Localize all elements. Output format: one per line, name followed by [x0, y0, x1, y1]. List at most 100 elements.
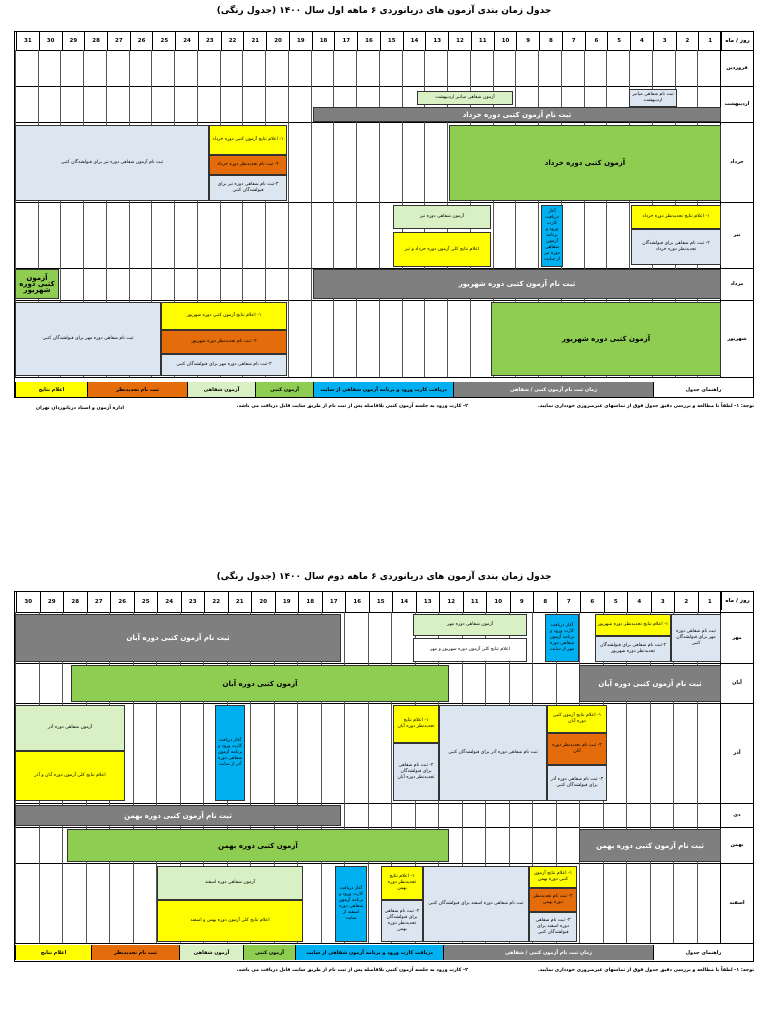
legend-written-exam: آزمون کتبی: [243, 945, 295, 960]
day-grid-line: [15, 50, 16, 377]
block-revision-khordad: ۲- ثبت نام تجدیدنظر دوره خرداد: [209, 155, 287, 175]
day-header: 27: [106, 32, 130, 50]
legend-results: اعلام نتایج: [15, 382, 87, 397]
legend-revision: ثبت نام تجدیدنظر: [91, 945, 179, 960]
block-oral-exam-mehr: آزمون شفاهی دوره مهر: [413, 614, 527, 636]
day-grid-line: [344, 612, 345, 943]
month-label: مرداد: [730, 281, 744, 287]
day-header: 4: [627, 592, 651, 612]
day-header: 6: [580, 592, 604, 612]
block-result-aban: ۱- اعلام نتایج آزمون کتبی دوره آبان: [547, 705, 607, 733]
month-label: آذر: [733, 750, 741, 756]
block-reg-bahman-dey: ثبت نام آزمون کتبی دوره بهمن: [15, 805, 341, 826]
day-grid-line: [583, 50, 585, 377]
legend-row: راهنمای جدول زمان ثبت نام آزمون کتبی / ش…: [15, 945, 753, 960]
day-grid-line: [265, 50, 267, 377]
day-header: 29: [39, 592, 64, 612]
block-oral-reg-mehr: ثبت نام شفاهی دوره مهر برای قبولشدگان کت…: [671, 614, 721, 662]
day-header: 13: [415, 592, 440, 612]
block-oral-reg-mehr: ۳-ثبت نام شفاهی دوره مهر برای قبولشدگان …: [161, 354, 287, 376]
day-header: 19: [274, 592, 299, 612]
block-result-khordad: ۱- اعلام نتایج آزمون کتبی دوره خرداد: [209, 125, 287, 155]
table2-title: جدول زمان بندی آزمون های دریانوردی ۶ ماه…: [216, 572, 552, 582]
block-card-download-mehr: آغاز دریافت کارت ورود و برنامه آزمون شفا…: [545, 614, 579, 662]
month-label: مهر: [732, 634, 742, 641]
block-revision-aban: ۲- ثبت نام تجدیدنظر دوره آبان: [547, 733, 607, 765]
day-grid-line: [128, 50, 130, 377]
day-header: 3: [650, 592, 675, 612]
legend-card-download: دریافت کارت ورود و برنامه آزمون شفاهی از…: [313, 382, 453, 397]
day-grid-line: [696, 612, 698, 943]
block-oral-reg-revision: ۲- ثبت نام شفاهی برای قبولشدگان تجدیدنظر…: [631, 229, 721, 265]
block-oral-exam-esfand: آزمون شفاهی دوره اسفند: [157, 866, 303, 900]
day-grid-line: [297, 612, 298, 943]
block-oral-reg-esfand-wide: ثبت نام شفاهی دوره اسفند برای قبولشدگان …: [423, 866, 529, 942]
day-header: 9: [516, 32, 539, 50]
day-header: 10: [486, 592, 510, 612]
day-header: 3: [652, 32, 676, 50]
day-grid-line: [250, 612, 251, 943]
block-oral-reg-ord: ثبت نام شفاهی میانبر اردیبهشت: [629, 89, 677, 107]
block-oral-reg-revision-shahrivar: ۲-ثبت نام شفاهی برای قبولشدگان تجدیدنظر …: [595, 636, 671, 662]
day-header: 10: [493, 32, 517, 50]
note-2b: ۲- کارت ورود به جلسه آزمون کتبی بلافاصله…: [236, 968, 468, 973]
block-card-download-tir: آغاز دریافت کارت ورود و برنامه آزمون شفا…: [541, 205, 563, 267]
day-grid-line: [320, 612, 322, 943]
day-grid-line: [151, 50, 153, 377]
block-exam-bahman: آزمون کتبی دوره بهمن: [67, 829, 449, 862]
block-exam-aban: آزمون کتبی دوره آبان: [71, 665, 449, 702]
day-header: 21: [243, 32, 266, 50]
day-header: 15: [379, 32, 403, 50]
day-grid-line: [492, 50, 494, 377]
legend-registration: زمان ثبت نام آزمون کتبی / شفاهی: [443, 945, 653, 960]
note-1b: توجه: ۱- لطفاً با مطالعه و بررسی دقیق جد…: [537, 968, 754, 973]
day-grid-line: [132, 612, 134, 943]
day-grid-line: [179, 612, 181, 943]
block-reg-aban-mehr: ثبت نام آزمون کتبی دوره آبان: [15, 614, 341, 662]
day-grid-line: [219, 50, 221, 377]
day-header: 25: [152, 32, 175, 50]
day-grid-line: [310, 50, 312, 377]
month-label: شهریور: [727, 335, 747, 342]
day-header: 15: [368, 592, 393, 612]
block-oral-exam-azar: آزمون شفاهی دوره آذر: [15, 705, 125, 751]
day-grid-line: [105, 50, 107, 377]
day-header: 8: [539, 32, 562, 50]
day-header: 13: [425, 32, 448, 50]
note-1: توجه: ۱- لطفاً با مطالعه و بررسی دقیق جد…: [537, 404, 754, 409]
month-label: آبان: [732, 680, 742, 686]
legend-title: راهنمای جدول: [653, 382, 753, 397]
block-final-result-azar: اعلام نتایج کلی آزمون دوره آبان و آذر: [15, 751, 125, 801]
day-header: 16: [357, 32, 380, 50]
month-col-line: [720, 32, 721, 377]
day-header: 30: [16, 592, 40, 612]
block-oral-reg-mehr-wide: ثبت نام شفاهی دوره مهر برای قبولشدگان کت…: [15, 302, 161, 376]
legend-revision: ثبت نام تجدیدنظر: [87, 382, 187, 397]
block-oral-exam-tir: آزمون شفاهی دوره تیر: [393, 205, 491, 229]
block-final-result-esfand: اعلام نتایج کلی آزمون دوره بهمن و اسفند: [157, 900, 303, 942]
day-header: 23: [180, 592, 205, 612]
legend-written-exam: آزمون کتبی: [255, 382, 313, 397]
day-grid-line: [538, 50, 540, 377]
day-grid-line: [673, 612, 674, 943]
day-header: 2: [674, 592, 698, 612]
block-exam-shahrivar: آزمون کتبی دوره شهریور: [491, 302, 721, 376]
day-grid-line: [273, 612, 275, 943]
day-grid-line: [333, 50, 335, 377]
day-header: 22: [220, 32, 244, 50]
legend-registration: زمان ثبت نام آزمون کتبی / شفاهی: [453, 382, 653, 397]
day-header: 14: [402, 32, 426, 50]
block-oral-reg-azar: ۳- ثبت نام شفاهی دوره آذر برای قبولشدگان…: [547, 765, 607, 801]
day-grid-line: [60, 50, 62, 377]
day-grid-line: [629, 50, 631, 377]
legend-results: اعلام نتایج: [15, 945, 91, 960]
block-oral-reg-tir: ۳-ثبت نام شفاهی دوره تیر برای قبولشدگان …: [209, 175, 287, 201]
day-grid-line: [242, 50, 244, 377]
day-header: 28: [63, 592, 87, 612]
day-grid-line: [156, 612, 157, 943]
day-grid-line: [287, 50, 289, 377]
day-grid-line: [367, 612, 369, 943]
day-header: 11: [470, 32, 494, 50]
day-header: 14: [392, 592, 416, 612]
